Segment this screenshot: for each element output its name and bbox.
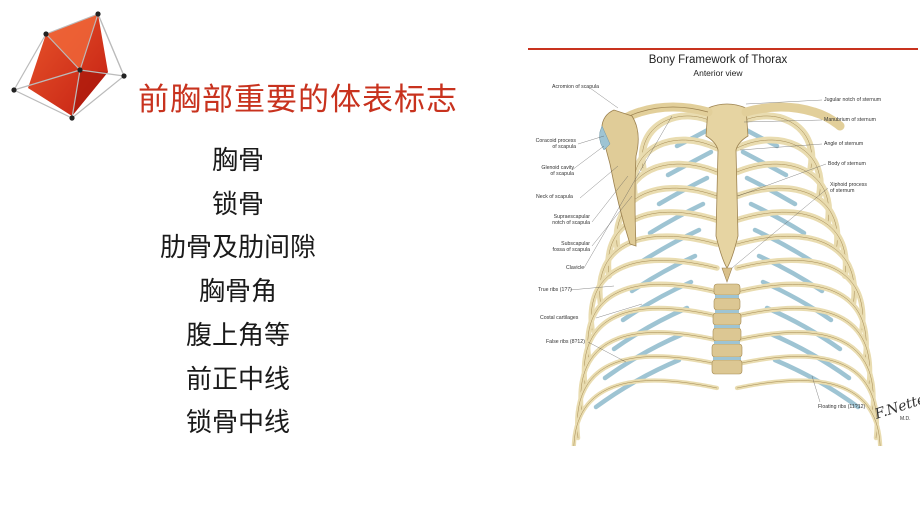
bullet-infrasternal-angle: 腹上角等 — [185, 320, 290, 351]
label-costal-cartilages: Costal cartilages — [540, 315, 579, 321]
rib-arc — [734, 378, 883, 446]
rib-outline — [576, 356, 718, 439]
label-manubrium: Manubrium of sternum — [824, 117, 876, 123]
rib-outline — [736, 332, 874, 412]
rib-outline — [590, 260, 718, 331]
label-floating-ribs: Floating ribs (11?12) — [818, 404, 866, 410]
costal-cartilage — [647, 201, 706, 236]
bullet-sternal-angle: 胸骨角 — [198, 277, 277, 308]
bullet-clavicle: 锁骨 — [211, 189, 264, 220]
rib-outline — [736, 284, 867, 358]
figure-rule — [528, 48, 918, 50]
rib-outline — [736, 260, 864, 331]
rib-arc — [571, 378, 720, 446]
rib-outline — [580, 332, 718, 412]
bullet-ribs: 肋骨及肋间隙 — [159, 233, 316, 264]
label-xiphoid-process: Xiphoid process of sternum — [830, 182, 867, 194]
rib-outline — [573, 380, 718, 446]
artist-signature-sub: M.D. — [900, 416, 911, 422]
thorax-illustration: Bony Framework of Thorax Anterior view — [522, 46, 920, 446]
bullet-midclavicular-line: 锁骨中线 — [185, 408, 290, 439]
label-glenoid-cavity: Glenoid cavity of scapula — [541, 165, 574, 177]
costal-cartilage — [748, 201, 807, 236]
bullet-list: 胸骨 锁骨 肋骨及肋间隙 胸骨角 腹上角等 前正中线 锁骨中线 — [120, 140, 356, 446]
rib-outline — [736, 308, 871, 385]
bullet-sternum: 胸骨 — [211, 146, 264, 176]
figure-subtitle: Anterior view — [693, 68, 743, 78]
slide-title: 前胸部重要的体表标志 — [138, 82, 458, 118]
rib-outline — [587, 284, 718, 358]
label-angle-of-sternum: Angle of sternum — [824, 141, 864, 147]
label-acromion: Acromion of scapula — [552, 84, 599, 90]
costal-cartilage — [768, 331, 852, 381]
label-suprascapular-notch: Supraescapular notch of scapula — [552, 214, 590, 226]
label-clavicle: Clavicle — [566, 265, 585, 271]
label-neck-of-scapula: Neck of scapula — [536, 194, 573, 200]
rib-outline — [583, 308, 718, 385]
logo-graphic — [11, 11, 127, 121]
label-coracoid-process: Coracoid process of scapula — [535, 138, 576, 150]
label-false-ribs: False ribs (8?12) — [546, 339, 585, 345]
bullet-anterior-midline: 前正中线 — [185, 364, 290, 395]
rib-outline — [736, 356, 878, 439]
label-jugular-notch: Jugular notch of sternum — [824, 97, 882, 103]
figure-title: Bony Framework of Thorax — [648, 54, 788, 66]
costal-cartilage — [602, 331, 686, 381]
label-true-ribs: True ribs (1?7) — [538, 287, 572, 293]
rib-outline — [736, 380, 881, 446]
label-subscapular-fossa: Subscapular fossa of scapula — [552, 241, 591, 253]
rib-cage-drawing — [569, 87, 883, 446]
label-body-of-sternum: Body of sternum — [828, 161, 866, 167]
